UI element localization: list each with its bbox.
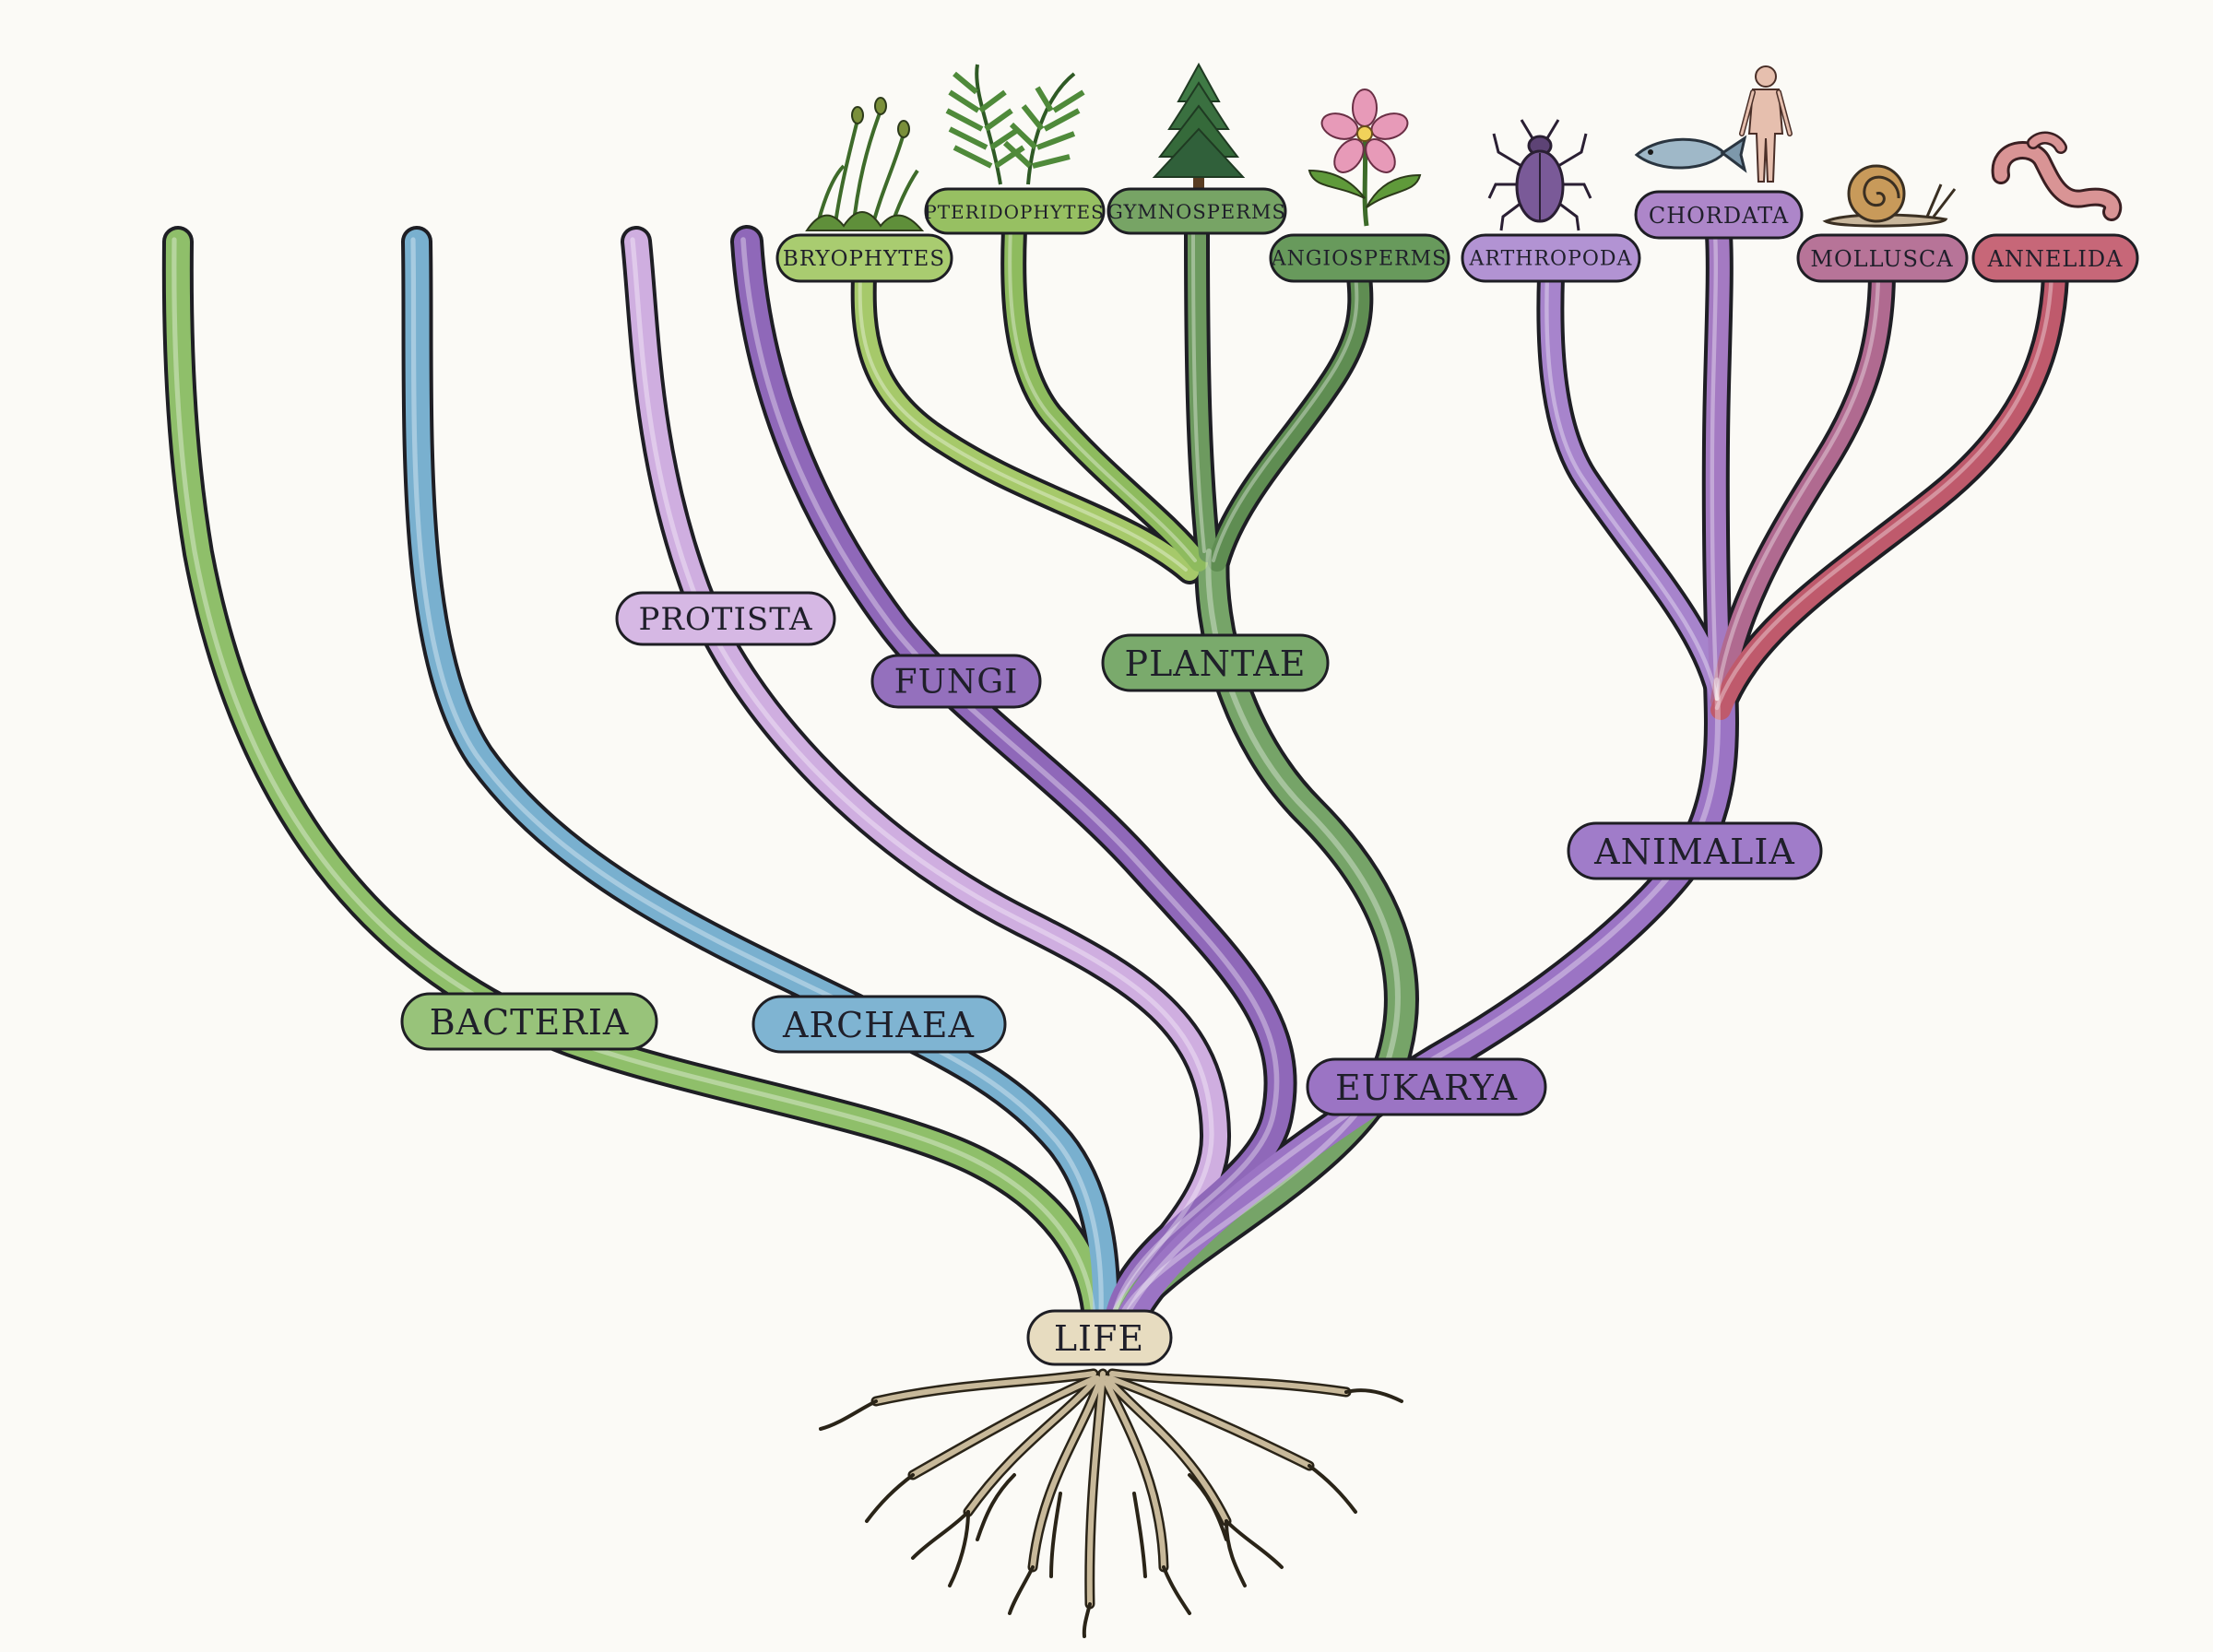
node-bryophytes: BRYOPHYTES [775,233,953,283]
node-archaea: ARCHAEA [751,995,1007,1054]
branch-gymnosperms [1188,221,1217,562]
branch-pteridophytes [1004,221,1208,572]
node-animalia: ANIMALIA [1567,821,1823,880]
beetle-icon [1487,119,1592,231]
branch-bryophytes-highlight [858,273,1188,572]
node-pill-plantae [1101,633,1330,692]
node-gymnosperms: GYMNOSPERMS [1106,187,1287,235]
branch-annelida-highlight [1714,272,2054,711]
node-label-eukarya: EUKARYA [1335,1068,1518,1108]
branch-bryophytes [854,267,1199,581]
node-arthropoda: ARTHROPODA [1461,233,1641,283]
branch-mollusca-highlight [1714,272,1881,702]
roots [819,1368,1403,1638]
worm-icon [1991,131,2123,221]
node-pill-bryophytes [775,233,953,283]
organism-icons [805,62,2123,231]
node-pill-annelida [1971,233,2139,283]
branch-chordata [1705,225,1731,711]
conifer-icon [1152,62,1246,189]
node-pill-protista [615,591,836,646]
node-annelida: ANNELIDA [1971,233,2139,283]
node-label-pteridophytes: PTERIDOPHYTES [924,201,1105,223]
node-pteridophytes: PTERIDOPHYTES [924,187,1106,235]
node-pill-gymnosperms [1106,187,1287,235]
branch-archaea [405,230,1118,1330]
human-icon [1739,65,1793,183]
fish-icon [1634,135,1747,173]
node-pill-chordata [1634,190,1804,240]
node-pill-angiosperms [1269,233,1450,283]
branch-fungi-highlight [740,237,1280,1319]
node-label-life: LIFE [1054,1318,1144,1359]
node-fungi: FUNGI [870,654,1042,709]
node-pill-bacteria [400,992,658,1051]
moss-icon [805,97,925,231]
node-label-bryophytes: BRYOPHYTES [783,247,945,271]
node-label-angiosperms: ANGIOSPERMS [1271,248,1448,271]
node-label-mollusca: MOLLUSCA [1810,246,1953,272]
snail-icon [1822,164,1957,228]
branches [161,218,2069,1336]
branch-protista-highlight [630,237,1214,1319]
node-pill-fungi [870,654,1042,709]
node-labels: LIFE BACTERIA ARCHAEA EUKARYA PROTISTA F… [400,187,2139,1366]
node-label-arthropoda: ARTHROPODA [1469,248,1633,271]
node-pill-eukarya [1306,1057,1547,1116]
branch-pteridophytes-highlight [1008,227,1197,562]
node-pill-pteridophytes [924,187,1106,235]
branch-animalia-highlight [1123,678,1721,1319]
node-label-plantae: PLANTAE [1125,643,1307,684]
node-pill-archaea [751,995,1007,1054]
branch-angiosperms [1208,267,1370,572]
branch-animalia [1116,668,1735,1332]
node-life: LIFE [1026,1309,1173,1366]
node-eukarya: EUKARYA [1306,1057,1547,1116]
node-pill-life [1026,1309,1173,1366]
node-label-animalia: ANIMALIA [1593,832,1795,872]
branch-protista [624,230,1228,1330]
flower-icon [1308,88,1422,227]
fern-icon [945,64,1085,185]
node-label-fungi: FUNGI [894,664,1019,702]
branch-angiosperms-highlight [1212,273,1359,562]
node-pill-mollusca [1796,233,1969,283]
branch-mollusca [1710,266,1892,711]
node-mollusca: MOLLUSCA [1796,233,1969,283]
branch-annelida [1710,266,2065,720]
node-protista: PROTISTA [615,591,836,646]
node-label-chordata: CHORDATA [1649,203,1789,229]
branch-arthropoda [1540,266,1731,711]
branch-arthropoda-highlight [1544,272,1720,702]
node-label-gymnosperms: GYMNOSPERMS [1107,201,1286,223]
node-pill-animalia [1567,821,1823,880]
node-label-bacteria: BACTERIA [430,1002,630,1043]
node-chordata: CHORDATA [1634,190,1804,240]
node-angiosperms: ANGIOSPERMS [1269,233,1450,283]
node-label-protista: PROTISTA [638,601,812,638]
node-bacteria: BACTERIA [400,992,658,1051]
branch-chordata-highlight [1710,230,1720,702]
node-plantae: PLANTAE [1101,633,1330,692]
node-pill-arthropoda [1461,233,1641,283]
node-label-annelida: ANNELIDA [1987,246,2124,272]
node-label-archaea: ARCHAEA [782,1005,975,1045]
branch-fungi [734,229,1294,1331]
branch-archaea-highlight [410,237,1104,1319]
branch-gymnosperms-highlight [1191,227,1206,553]
